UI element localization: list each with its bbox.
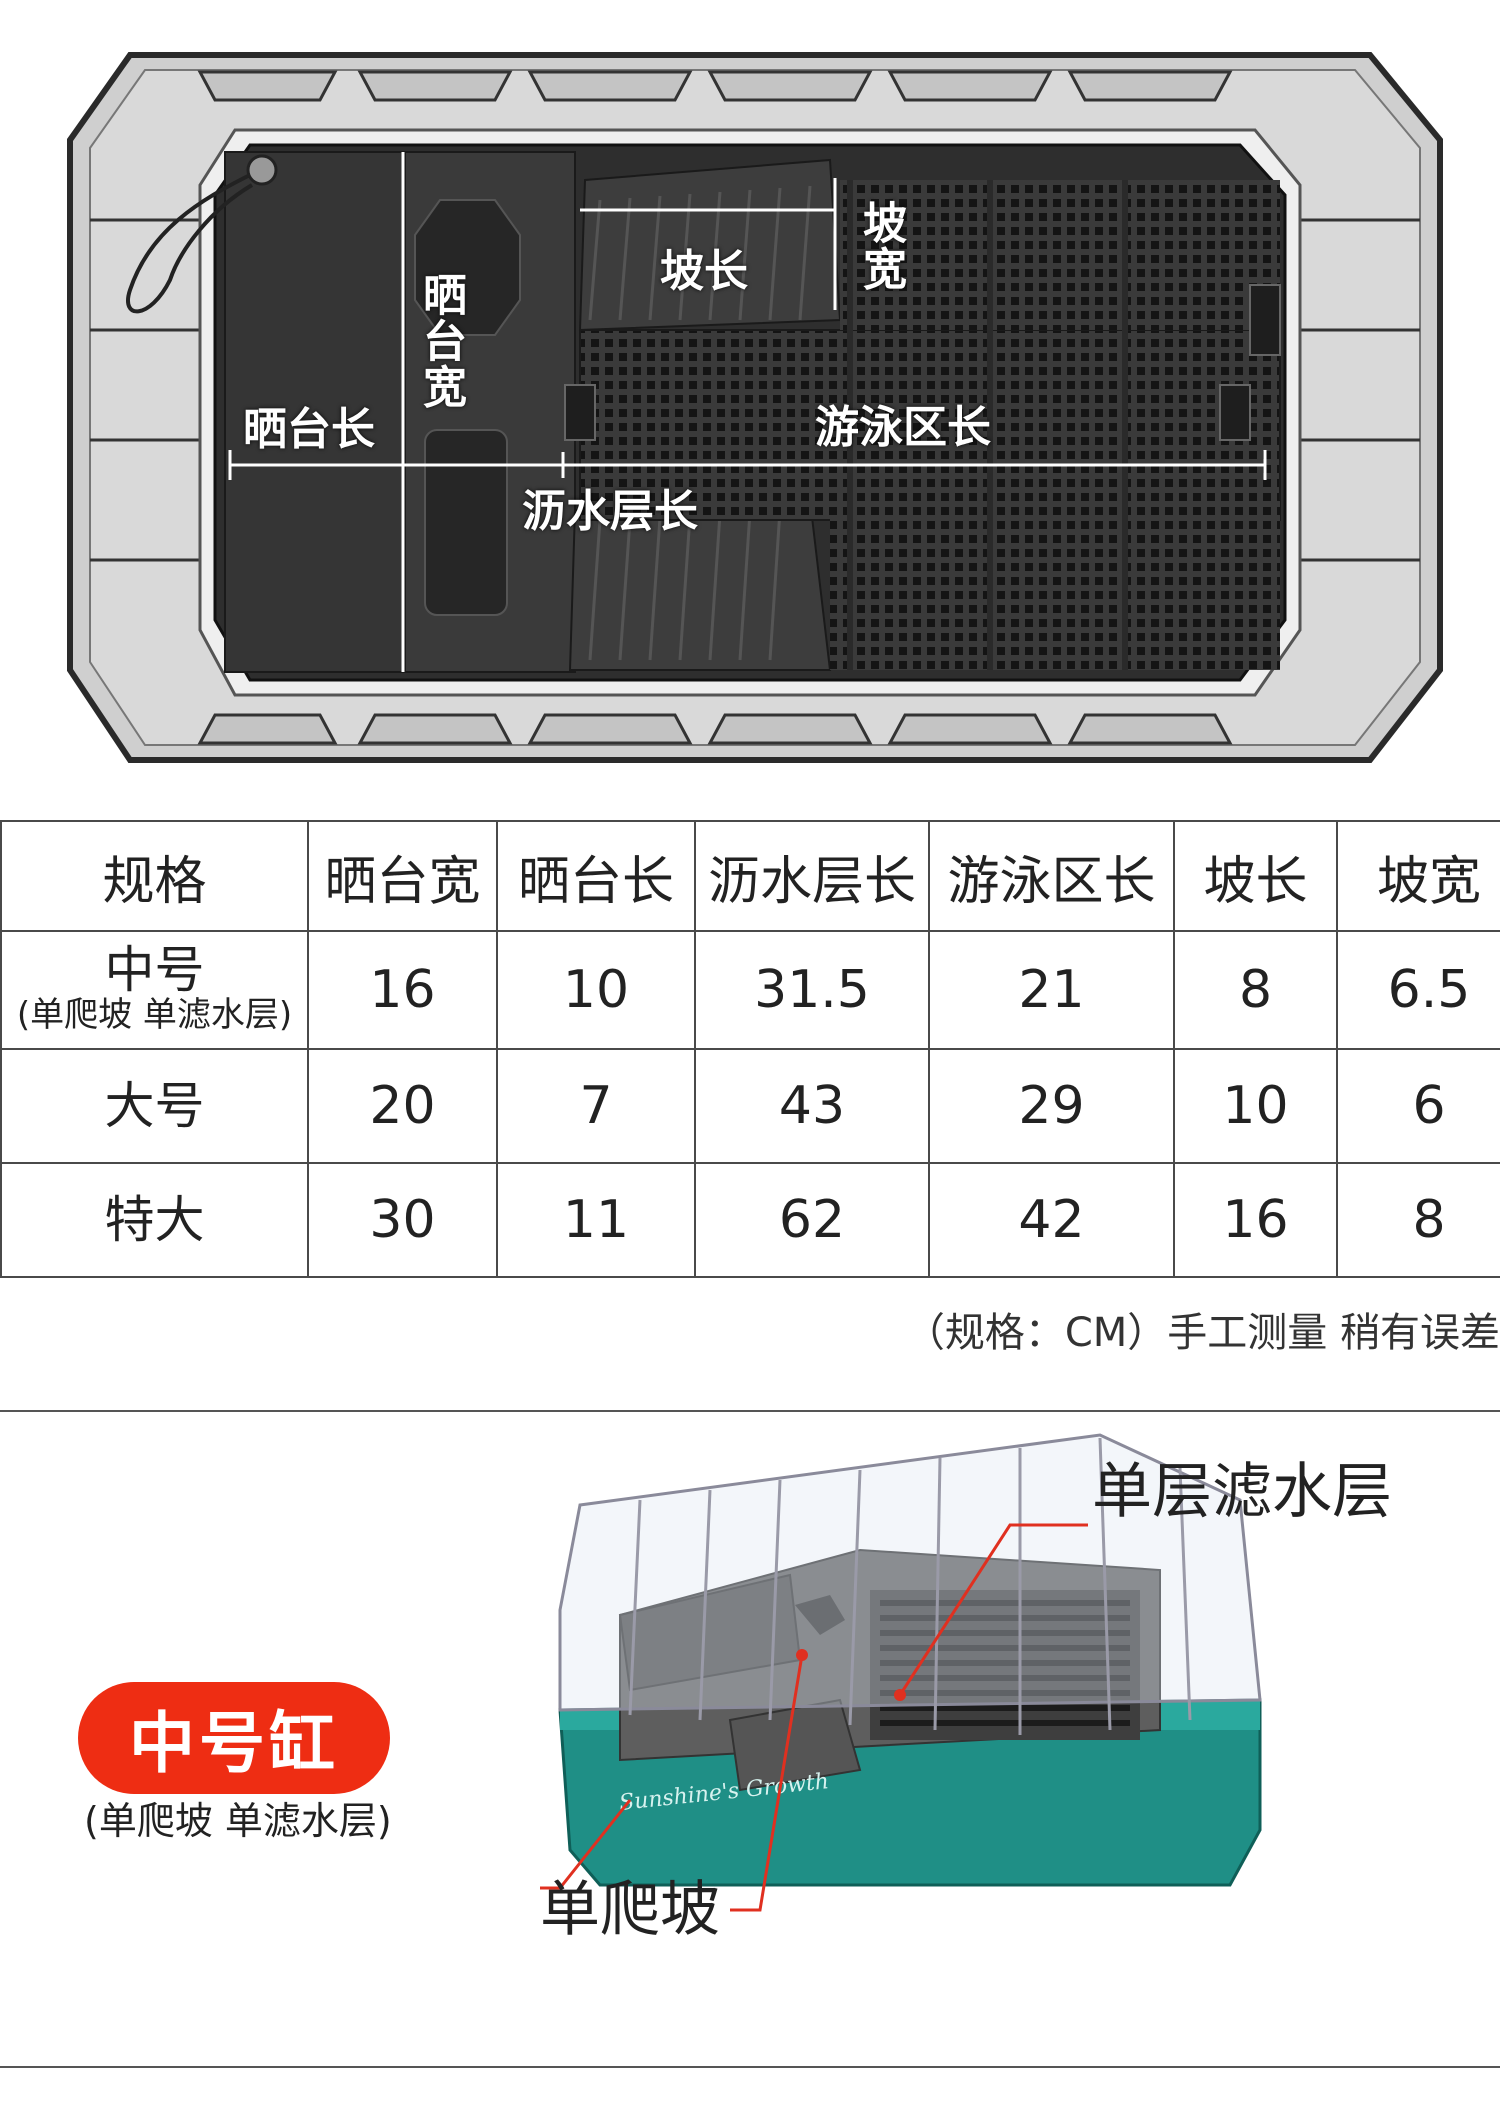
table-row: 大号 20 7 43 29 10 6 [0,1048,1500,1164]
label-swim-length: 游泳区长 [815,402,991,453]
table-header-row: 规格 晒台宽 晒台长 沥水层长 游泳区长 坡长 坡宽 [0,820,1500,932]
tank-product-image: Sunshine's Growth [540,1433,1262,1890]
table-row: 中号 (单爬坡 单滤水层) 16 10 31.5 21 8 6.5 [0,930,1500,1050]
header-cell: 坡宽 [1336,820,1500,932]
callout-filter-layer: 单层滤水层 [1092,1457,1392,1527]
label-ramp-width: 坡宽 [855,200,906,292]
table-cell: 62 [694,1162,930,1278]
divider [0,1410,1500,1412]
label-basking-length: 晒台长 [243,404,375,455]
row-name-cell: 大号 [0,1048,309,1164]
label-basking-width: 晒台宽 [415,272,466,410]
size-badge-subtitle: (单爬坡 单滤水层) [84,1799,392,1843]
label-drain-length: 沥水层长 [522,486,698,537]
row-name: 大号 [104,1077,205,1135]
table-cell: 6 [1336,1048,1500,1164]
table-cell: 31.5 [694,930,930,1050]
tank-top-view-diagram: 晒台宽 晒台长 坡长 坡宽 沥水层长 游泳区长 [0,0,1500,790]
row-name: 中号 [104,941,205,1000]
table-cell: 42 [928,1162,1175,1278]
table-cell: 7 [496,1048,696,1164]
table-cell: 6.5 [1336,930,1500,1050]
header-cell: 晒台宽 [307,820,498,932]
table-cell: 8 [1336,1162,1500,1278]
row-name: 特大 [104,1191,205,1249]
table-row: 特大 30 11 62 42 16 8 [0,1162,1500,1278]
table-cell: 10 [1173,1048,1338,1164]
header-cell: 坡长 [1173,820,1338,932]
measurement-note: （规格：CM）手工测量 稍有误差 [904,1310,1500,1356]
header-cell: 规格 [0,820,309,932]
tank-top-view-image [67,52,1443,763]
spec-table: 规格 晒台宽 晒台长 沥水层长 游泳区长 坡长 坡宽 中号 (单爬坡 单滤水层)… [0,820,1500,1278]
ramp-callout-line [730,1649,808,1912]
size-badge: 中号缸 [78,1682,390,1794]
table-cell: 8 [1173,930,1338,1050]
table-cell: 43 [694,1048,930,1164]
table-cell: 30 [307,1162,498,1278]
header-cell: 晒台长 [496,820,696,932]
table-cell: 29 [928,1048,1175,1164]
row-subname: (单爬坡 单滤水层) [16,995,293,1036]
table-cell: 11 [496,1162,696,1278]
label-ramp-length: 坡长 [660,246,748,297]
table-cell: 20 [307,1048,498,1164]
callout-single-ramp: 单爬坡 [540,1875,720,1945]
table-cell: 21 [928,930,1175,1050]
header-cell: 游泳区长 [928,820,1175,932]
divider [0,2066,1500,2068]
table-cell: 16 [1173,1162,1338,1278]
table-cell: 10 [496,930,696,1050]
row-name-cell: 中号 (单爬坡 单滤水层) [0,930,309,1050]
row-name-cell: 特大 [0,1162,309,1278]
table-cell: 16 [307,930,498,1050]
header-cell: 沥水层长 [694,820,930,932]
